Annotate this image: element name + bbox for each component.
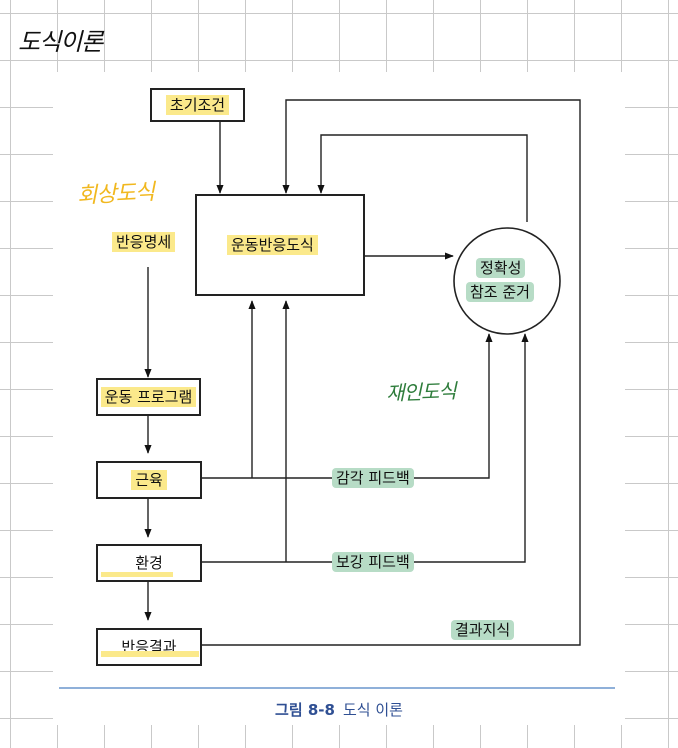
response-outcome-highlight-stroke bbox=[101, 651, 199, 657]
knowledge-of-results-label: 결과지식 bbox=[451, 620, 515, 640]
muscle-label: 근육 bbox=[131, 470, 167, 490]
motor-program-label: 운동 프로그램 bbox=[100, 387, 197, 407]
motor-response-schema-box: 운동반응도식 bbox=[195, 194, 365, 296]
caption-text: 도식 이론 bbox=[342, 701, 403, 719]
response-outcome-box: 반응결과 bbox=[96, 628, 202, 666]
handwritten-title: 도식이론 bbox=[18, 28, 103, 56]
initial-conditions-box: 초기조건 bbox=[150, 88, 245, 122]
circle-to-schema-line bbox=[317, 134, 528, 222]
augmented-feedback-line bbox=[201, 333, 529, 563]
sensory-feedback-line bbox=[201, 333, 493, 479]
environment-box: 환경 bbox=[96, 544, 202, 582]
reference-criterion-label: 참조 준거 bbox=[466, 282, 534, 302]
motor-program-box: 운동 프로그램 bbox=[96, 378, 201, 416]
motor-response-schema-label: 운동반응도식 bbox=[227, 235, 318, 255]
muscle-box: 근육 bbox=[96, 461, 202, 499]
accuracy-reference-circle bbox=[453, 227, 561, 335]
environment-highlight-stroke bbox=[101, 572, 173, 577]
initial-conditions-label: 초기조건 bbox=[165, 95, 230, 115]
augmented-feedback-label: 보강 피드백 bbox=[332, 552, 414, 572]
knowledge-of-results-line bbox=[201, 99, 581, 646]
environment-label: 환경 bbox=[135, 554, 163, 572]
figure-panel: 초기조건 운동반응도식 반응명세 운동 프로그램 근육 환경 반응결과 정확성 … bbox=[53, 72, 625, 725]
figure-caption: 그림 8-8 도식 이론 bbox=[53, 699, 625, 720]
handwritten-recognition-schema: 재인도식 bbox=[385, 378, 457, 406]
caption-rule bbox=[59, 687, 615, 689]
handwritten-recall-schema: 회상도식 bbox=[76, 179, 155, 209]
accuracy-label: 정확성 bbox=[476, 258, 526, 278]
sensory-feedback-label: 감각 피드백 bbox=[332, 468, 414, 488]
response-specification-label: 반응명세 bbox=[112, 232, 176, 252]
connector-lines bbox=[144, 99, 581, 646]
caption-number: 그림 8-8 bbox=[275, 701, 335, 719]
